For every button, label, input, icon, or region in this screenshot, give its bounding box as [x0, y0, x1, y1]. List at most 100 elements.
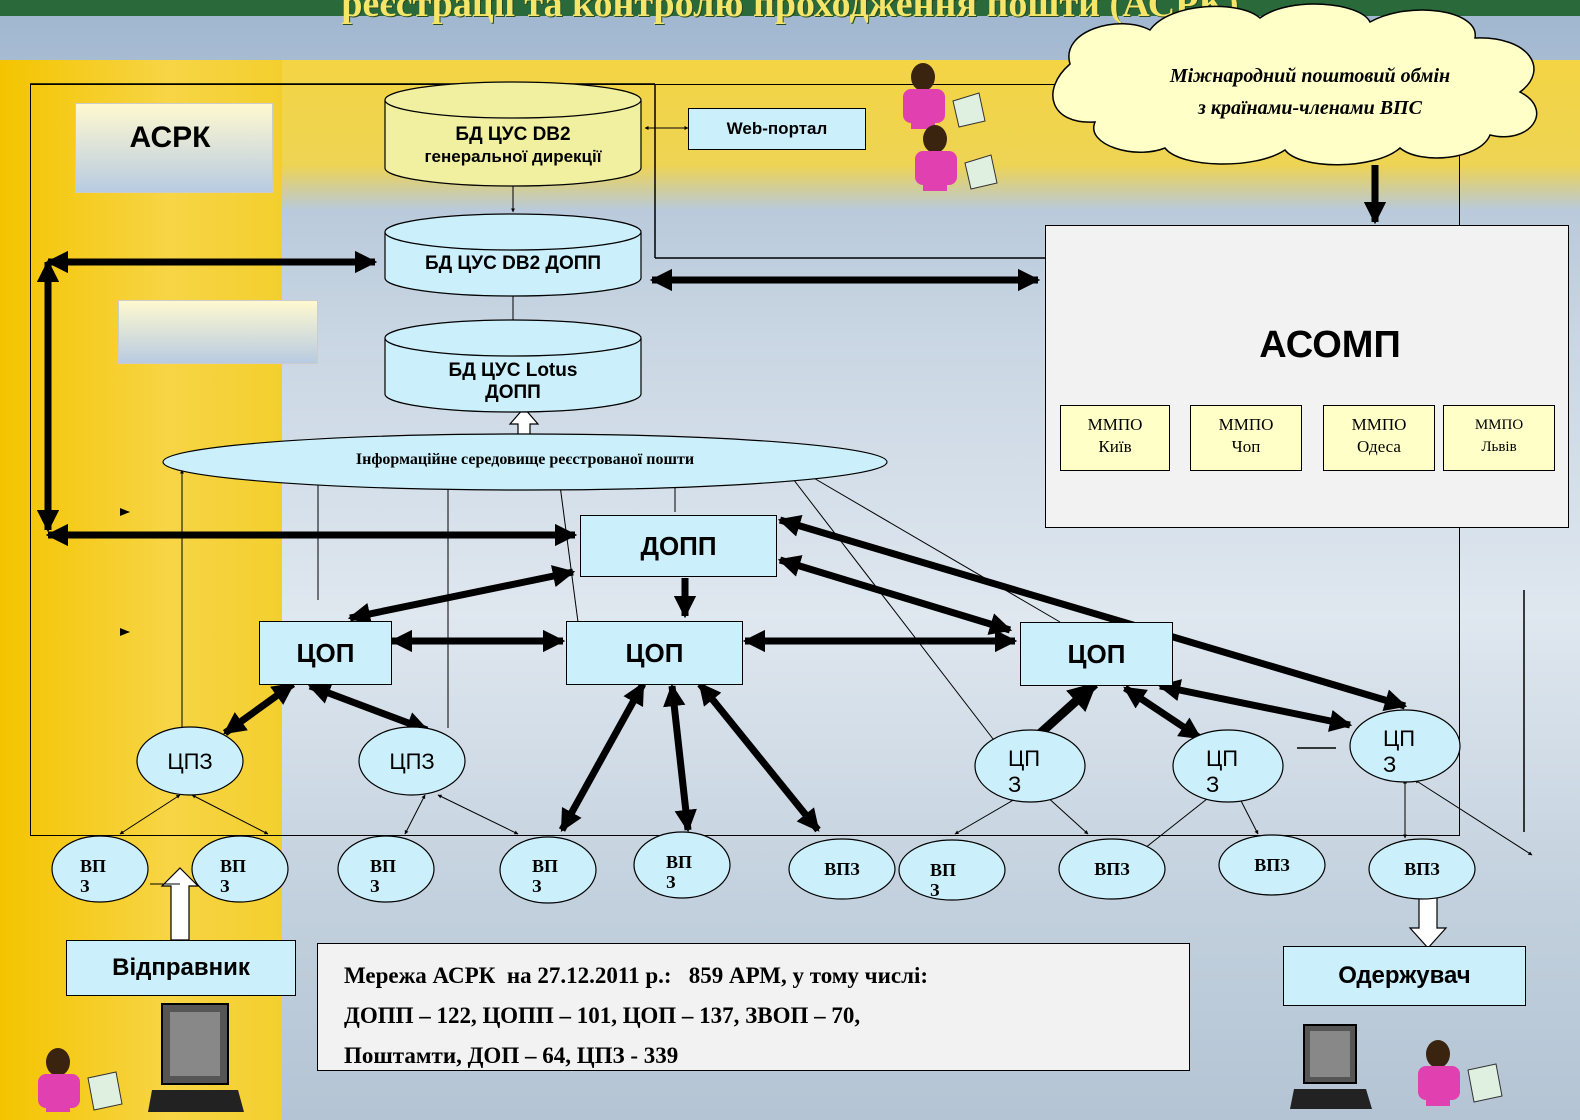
link-cpz1-vpz2 [191, 794, 269, 835]
mmpo-lviv[interactable]: ММПО Львів [1443, 405, 1555, 471]
link-cpz1-vpz1 [119, 794, 181, 835]
asomp-label: АСОМП [1259, 323, 1401, 366]
asrk-label: АСРК [129, 121, 211, 154]
cpz-label-3: ЦП З [1008, 746, 1041, 797]
stats-line-3: Поштамти, ДОП – 64, ЦПЗ - 339 [344, 1043, 679, 1068]
mmpo-kyiv[interactable]: ММПО Київ [1060, 405, 1170, 471]
arrow-dopp-cop-right [777, 555, 1013, 635]
info-environment-label: Інформаційне середовище реєстрованої пош… [355, 451, 695, 468]
mmpo-kyiv-line2: Київ [1098, 437, 1132, 456]
dopp-node[interactable]: ДОПП [580, 515, 777, 577]
link-cpz3-vpz8 [1044, 794, 1089, 835]
vpz-ellipse-8 [1058, 838, 1166, 900]
vpz-ellipse-6 [788, 838, 896, 900]
cpz-ellipse-3 [974, 729, 1086, 803]
db-lotus-line2: ДОПП [485, 382, 541, 403]
person-phone-icon [38, 1048, 123, 1112]
mmpo-odesa-line2: Одеса [1357, 437, 1401, 456]
vpz-ellipse-4 [499, 836, 597, 904]
link-info-cpz3 [789, 474, 1001, 749]
mmpo-kyiv-line1: ММПО [1087, 415, 1143, 434]
link-cpz3-vpz7 [954, 794, 1023, 835]
info-environment-ellipse [162, 433, 888, 491]
mmpo-chop-line1: ММПО [1218, 415, 1274, 434]
vpz-ellipse-9 [1218, 834, 1326, 896]
link-cpz5-right [1414, 779, 1533, 856]
cpz-ellipse-2 [358, 726, 466, 796]
db-dopp-line1: БД ЦУС DB2 ДОПП [424, 253, 602, 274]
arrow-cop-vpz6 [697, 681, 821, 833]
pointer-mark-2 [120, 628, 130, 636]
cpz-label-2: ЦПЗ [389, 749, 435, 774]
vpz-ellipse-2 [191, 835, 289, 903]
cloud-line2: з країнами-членами ВПС [1198, 97, 1422, 119]
link-cpz4-vpz8 [1139, 794, 1213, 853]
db-general-line2: генеральної дирекції [424, 147, 602, 166]
mmpo-lviv-line2: Львів [1481, 439, 1517, 455]
stats-box: Мережа АСРК на 27.12.2011 р.: 859 АРМ, у… [317, 943, 1190, 1071]
arrow-dopp-cpz-right [777, 515, 1408, 711]
link-info-cpz4 [799, 469, 1061, 623]
page-title: реєстрації та контролю проходження пошти… [341, 0, 1239, 25]
computer-icon [148, 1003, 244, 1112]
person-phone-icon [915, 125, 998, 191]
db-general-line1: БД ЦУС DB2 [455, 124, 571, 145]
vpz-ellipse-10 [1368, 838, 1476, 900]
cloud-shape [1052, 3, 1538, 166]
arrow-cop-cpz2 [307, 682, 430, 734]
db-dopp-cylinder [384, 213, 642, 297]
vpz-label-6: ВПЗ [824, 859, 860, 879]
cloud-line1: Міжнародний поштовий обмін [1169, 65, 1451, 87]
mmpo-odesa[interactable]: ММПО Одеса [1323, 405, 1435, 471]
stats-line-1: Мережа АСРК на 27.12.2011 р.: 859 АРМ, у… [344, 963, 929, 988]
receiver-box[interactable]: Одержувач [1283, 946, 1526, 1006]
db-general-label: БД ЦУС DB2 генеральної дирекції [385, 124, 641, 168]
asrk-logo-panel [75, 103, 273, 193]
pointer-mark-1 [120, 508, 130, 516]
link-cpz2-vpz4 [437, 794, 519, 835]
mmpo-odesa-line1: ММПО [1351, 415, 1407, 434]
db-lotus-cylinder [384, 319, 642, 413]
computer-icon [1290, 1024, 1372, 1109]
sender-box[interactable]: Відправник [66, 940, 296, 996]
cpz-ellipse-5 [1349, 709, 1461, 783]
arrow-cop-vpz5 [663, 683, 697, 833]
vpz-label-3: ВП З [370, 856, 397, 896]
vpz-label-8: ВПЗ [1094, 859, 1130, 879]
arrow-cop-right-cpz3 [1031, 680, 1099, 742]
arrow-dopp-cop-left [347, 565, 576, 625]
stats-line-2: ДОПП – 122, ЦОПП – 101, ЦОП – 137, ЗВОП … [344, 1003, 861, 1028]
link-info-cop [556, 469, 579, 623]
vpz-label-1: ВП З [80, 856, 107, 896]
sender-arrow [160, 867, 200, 941]
vpz-label-10: ВПЗ [1404, 859, 1440, 879]
web-portal-box[interactable]: Web-портал [688, 108, 866, 150]
cpz-label-5: ЦП З [1383, 726, 1416, 777]
link-cpz2-vpz3 [404, 794, 426, 835]
vpz-ellipse-5 [633, 831, 731, 899]
cpz-label-4: ЦП З [1206, 746, 1239, 797]
db-lotus-line1: БД ЦУС Lotus [448, 360, 578, 381]
db-dopp-label: БД ЦУС DB2 ДОПП [385, 253, 641, 275]
db-lotus-label: БД ЦУС Lotus ДОПП [385, 360, 641, 404]
vpz-label-5: ВП З [666, 852, 693, 892]
asomp-box[interactable] [1045, 225, 1569, 528]
vpz-ellipse-7 [898, 839, 1006, 901]
cop-left-node[interactable]: ЦОП [259, 621, 392, 685]
vpz-ellipse-3 [337, 835, 435, 903]
person-phone-icon [1418, 1040, 1503, 1106]
arrow-cop-vpz4 [558, 682, 647, 832]
arrow-cop-right-cpz4 [1123, 685, 1202, 741]
mmpo-chop[interactable]: ММПО Чоп [1190, 405, 1302, 471]
cpz-ellipse-4 [1172, 729, 1284, 803]
person-phone-icon [903, 63, 986, 129]
decorative-panel [118, 300, 318, 364]
vpz-label-7: ВП З [930, 860, 957, 900]
vpz-label-9: ВПЗ [1254, 855, 1290, 875]
vpz-label-4: ВП З [532, 856, 559, 896]
cop-center-node[interactable]: ЦОП [566, 621, 743, 685]
receiver-arrow [1408, 892, 1448, 949]
vpz-label-2: ВП З [220, 856, 247, 896]
cop-right-node[interactable]: ЦОП [1020, 622, 1173, 686]
